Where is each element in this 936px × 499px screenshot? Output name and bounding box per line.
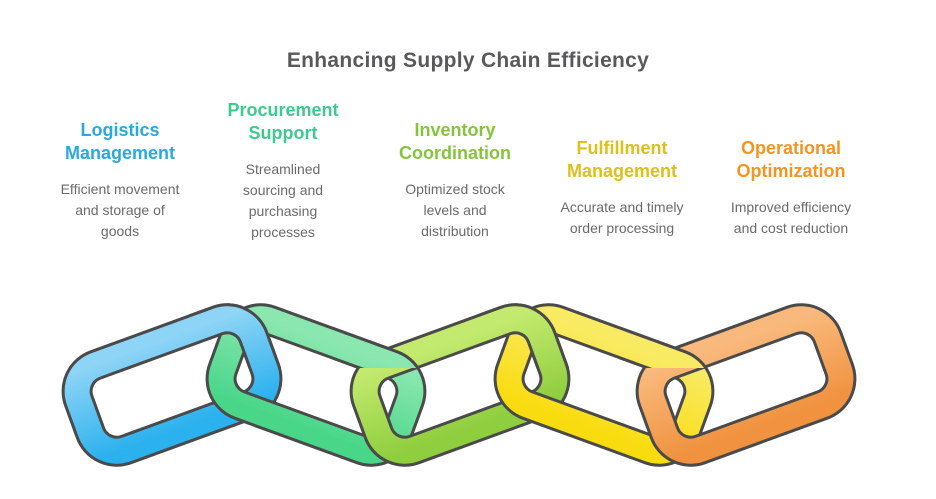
- item-title: Inventory Coordination: [399, 120, 511, 163]
- page-title: Enhancing Supply Chain Efficiency: [286, 49, 650, 72]
- item-column-logistics: Logistics Management Efficient movement …: [35, 119, 205, 242]
- item-description: Streamlined sourcing and purchasing proc…: [242, 161, 324, 240]
- item-title: Fulfillment Management: [566, 138, 678, 181]
- item-column-procurement: Procurement Support Streamlined sourcing…: [198, 99, 368, 243]
- item-description: Improved efficiency and cost reduction: [730, 199, 852, 236]
- chain-link-orange: [643, 311, 849, 459]
- item-column-operational: Operational Optimization Improved effici…: [706, 137, 876, 239]
- item-title: Operational Optimization: [736, 138, 846, 181]
- chain-links: [69, 311, 849, 459]
- item-description: Optimized stock levels and distribution: [405, 181, 505, 239]
- item-title: Logistics Management: [64, 120, 176, 163]
- item-column-inventory: Inventory Coordination Optimized stock l…: [370, 119, 540, 242]
- item-description: Efficient movement and storage of goods: [60, 181, 180, 239]
- item-column-fulfillment: Fulfillment Management Accurate and time…: [537, 137, 707, 239]
- item-title: Procurement Support: [227, 100, 339, 143]
- item-description: Accurate and timely order processing: [560, 199, 684, 236]
